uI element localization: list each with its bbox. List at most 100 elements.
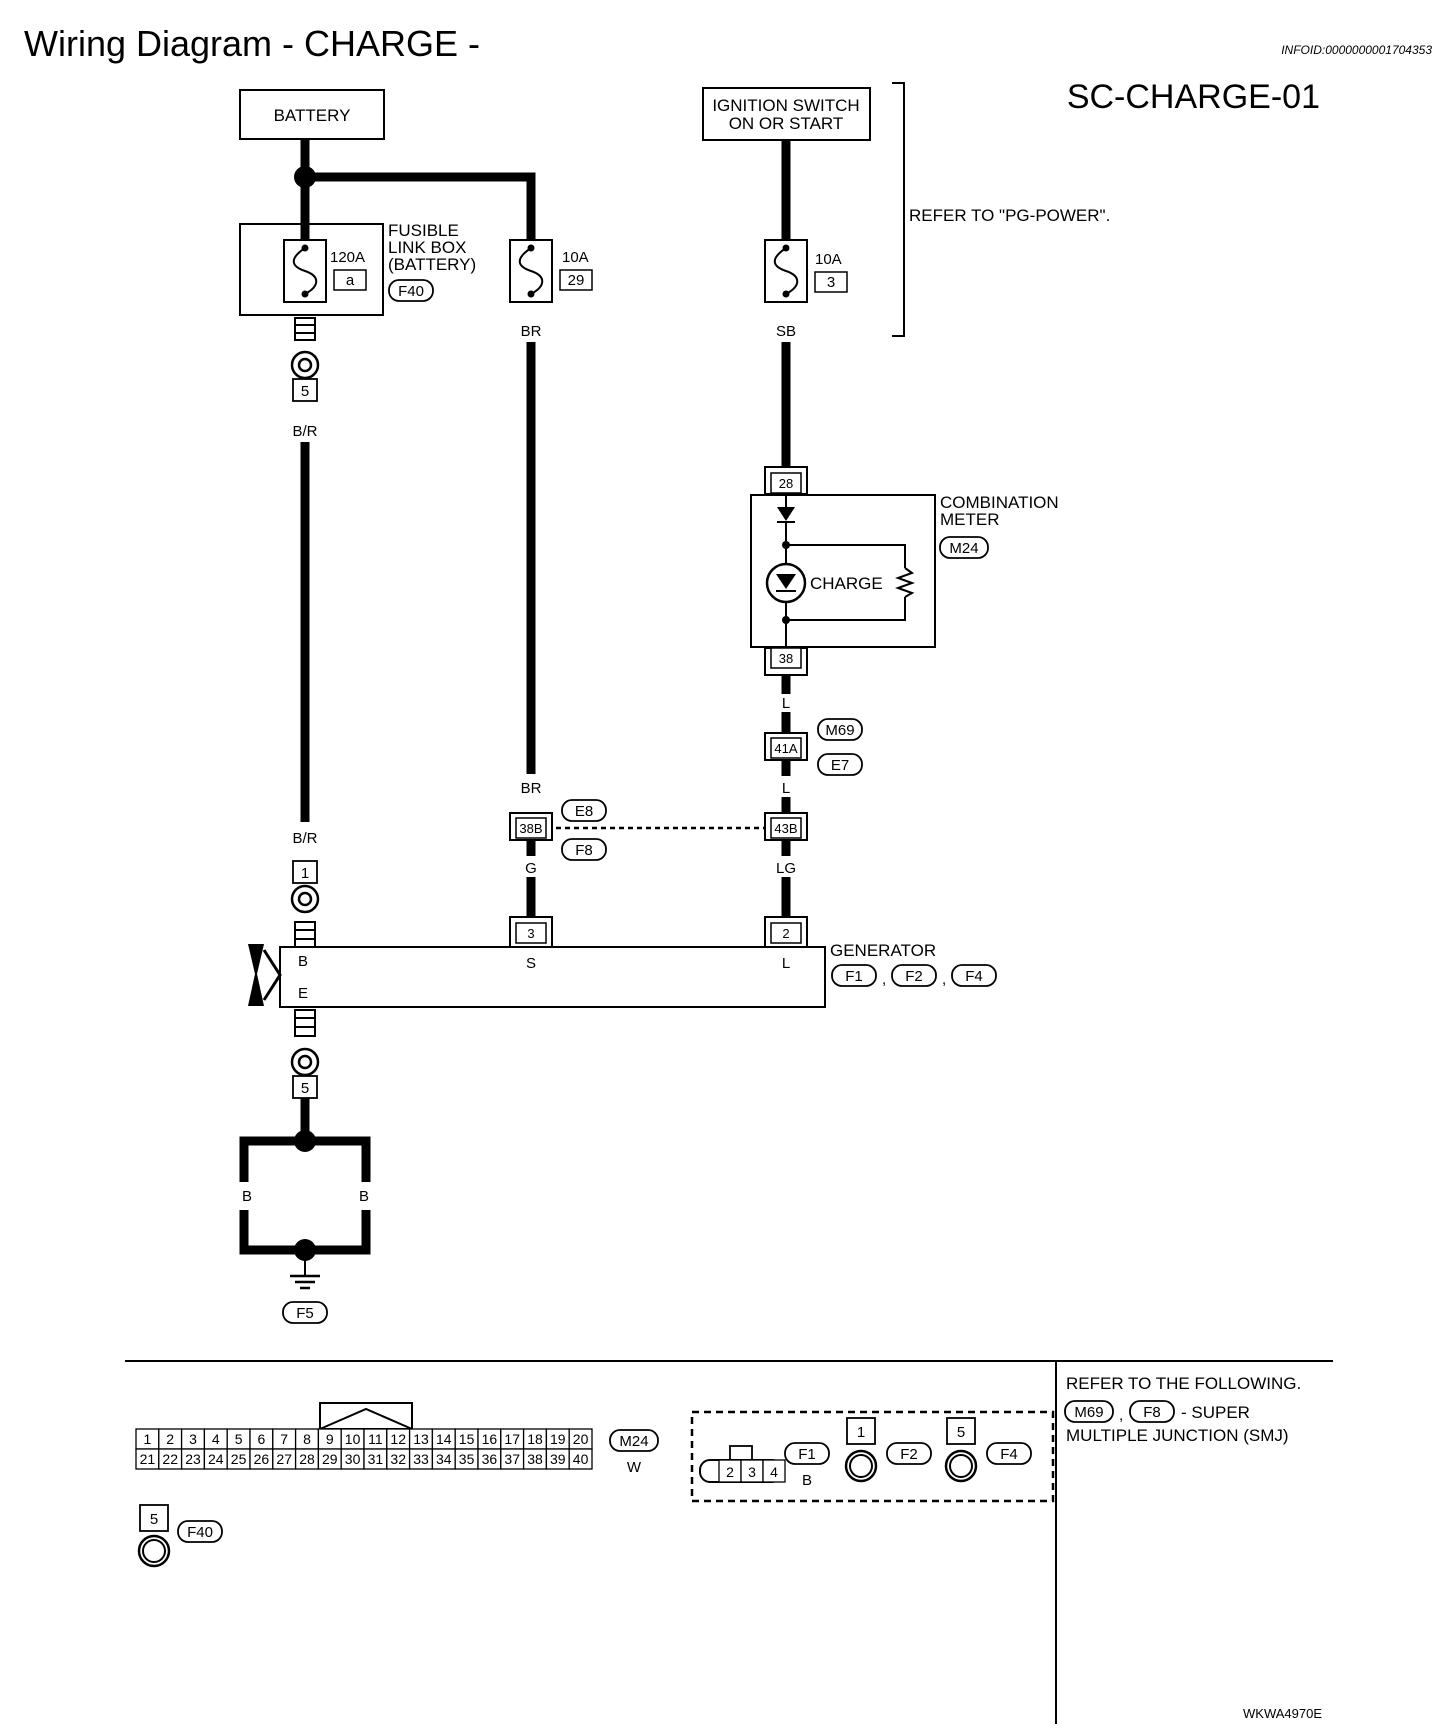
gen-pin-s: 3 [527, 926, 534, 941]
wire-color-br-left-bottom: B/R [292, 830, 317, 847]
connector-pin-cell [568, 1448, 593, 1470]
connector-pin-number: 8 [303, 1431, 311, 1447]
term1-label: 1 [301, 865, 309, 882]
term5-top-label: 5 [301, 383, 309, 400]
generator-connector-group [690, 1410, 1055, 1503]
connector-pin-number: 39 [550, 1451, 566, 1467]
connector-pin-number: 26 [254, 1451, 270, 1467]
fuse-10a-3-element [773, 247, 799, 295]
meter-pin-in: 28 [779, 476, 793, 491]
wire-ground-right-gap [358, 1182, 374, 1210]
wire-battery-branch [305, 172, 536, 246]
connector-f5-oval [282, 1301, 328, 1324]
connector-pin-number: 7 [280, 1431, 288, 1447]
m24-legend-color: W [627, 1459, 642, 1476]
connector-e8-oval [561, 799, 607, 822]
generator-name: GENERATOR [830, 941, 936, 960]
connector-ladder-gen-b [294, 921, 316, 949]
connector-pin-number: 1 [144, 1431, 152, 1447]
connector-pin-number: 10 [345, 1431, 361, 1447]
connector-pin-number: 21 [140, 1451, 156, 1467]
wire-color-br-mid: BR [521, 780, 542, 797]
connector-m24-oval [939, 536, 989, 559]
connector-pin-number: 19 [550, 1431, 566, 1447]
term1-box [292, 860, 318, 884]
gen-pin-l-box [770, 922, 802, 944]
refer-following-line2: - SUPER [1181, 1403, 1250, 1422]
f40-legend-connector: F40 [187, 1524, 213, 1541]
connector-e7-label: E7 [831, 757, 849, 774]
gen-pin-s-box [515, 922, 547, 944]
f4-terminal-box [946, 1417, 976, 1445]
term5-bottom-label: 5 [301, 1080, 309, 1097]
connector-gen-f1-label: F1 [845, 968, 863, 985]
f2-terminal: 1 [857, 1424, 865, 1441]
wire-ground-right [305, 1136, 371, 1255]
fuse-120a-id: a [346, 272, 355, 289]
connector-pin-number: 3 [189, 1431, 197, 1447]
connector-pin-number: 16 [482, 1431, 498, 1447]
connector-pin-number: 37 [504, 1451, 520, 1467]
connector-pin-number: 5 [235, 1431, 243, 1447]
refer-following-line1: REFER TO THE FOLLOWING. [1066, 1374, 1301, 1393]
junction-41a-box [770, 737, 802, 759]
connector-pin-number: 15 [459, 1431, 475, 1447]
charge-lamp-diode [776, 574, 796, 589]
junction-38b-pin: 38B [519, 821, 542, 836]
connector-pin-cell [762, 1459, 786, 1483]
connector-f5-label: F5 [296, 1305, 314, 1322]
battery-box [239, 89, 385, 140]
wire-color-b-right: B [359, 1188, 369, 1205]
gen-term-l: L [782, 955, 790, 972]
wire-ground-left-gap [236, 1182, 252, 1210]
junction-43b-box [770, 817, 802, 839]
wire-color-b-left: B [242, 1188, 252, 1205]
connector-pin-number: 3 [748, 1464, 756, 1480]
connector-pin-number: 17 [504, 1431, 520, 1447]
refer-f8: F8 [1143, 1404, 1161, 1421]
combination-meter-box [750, 494, 936, 648]
refer-bracket [892, 82, 905, 337]
gen-pin-l: 2 [782, 926, 789, 941]
meter-resistor [895, 567, 915, 598]
fuse-10a-29-rating: 10A [562, 249, 589, 266]
connector-pin-number: 25 [231, 1451, 247, 1467]
connector-pin-number: 28 [299, 1451, 315, 1467]
refer-sep: , [1119, 1407, 1123, 1424]
meter-name-1: COMBINATION [940, 493, 1059, 512]
connector-pin-number: 18 [527, 1431, 543, 1447]
connector-gen-f1-oval [831, 964, 877, 987]
connector-pin-number: 33 [413, 1451, 429, 1467]
f40-terminal: 5 [150, 1511, 158, 1528]
refer-m69-oval [1064, 1400, 1114, 1423]
ring-terminal-gen-outer [290, 884, 320, 914]
generator-pulley [248, 944, 264, 1006]
generator-pulley-link [262, 949, 282, 1001]
f4-legend-connector: F4 [1000, 1446, 1018, 1463]
f40-ring-outer [137, 1534, 171, 1568]
fusible-link-box [239, 223, 384, 316]
connector-pin-number: 2 [166, 1431, 174, 1447]
charge-lamp-label: CHARGE [810, 574, 883, 593]
fuse-120a-rating: 120A [330, 249, 365, 266]
f1-latch [729, 1445, 753, 1461]
connector-gen-f4-oval [951, 964, 997, 987]
meter-resistor-bottom-wire [786, 597, 906, 621]
battery-label: BATTERY [274, 106, 351, 125]
gen-term-e: E [298, 985, 308, 1002]
gen-conn-sep-1: , [882, 971, 886, 988]
link-box-label-3: (BATTERY) [388, 255, 476, 274]
f1-legend-connector: F1 [798, 1446, 816, 1463]
f1-legend-oval [784, 1442, 830, 1465]
connector-pin-number: 13 [413, 1431, 429, 1447]
connector-m24-label: M24 [949, 540, 978, 557]
m24-legend-oval [609, 1429, 659, 1452]
connector-pin-number: 11 [368, 1431, 383, 1447]
meter-name-2: METER [940, 510, 1000, 529]
ignition-switch-label-1: IGNITION SWITCH [712, 96, 859, 115]
ring-terminal-gen-inner [297, 891, 313, 907]
connector-pin-number: 34 [436, 1451, 452, 1467]
connector-pin-number: 36 [482, 1451, 498, 1467]
